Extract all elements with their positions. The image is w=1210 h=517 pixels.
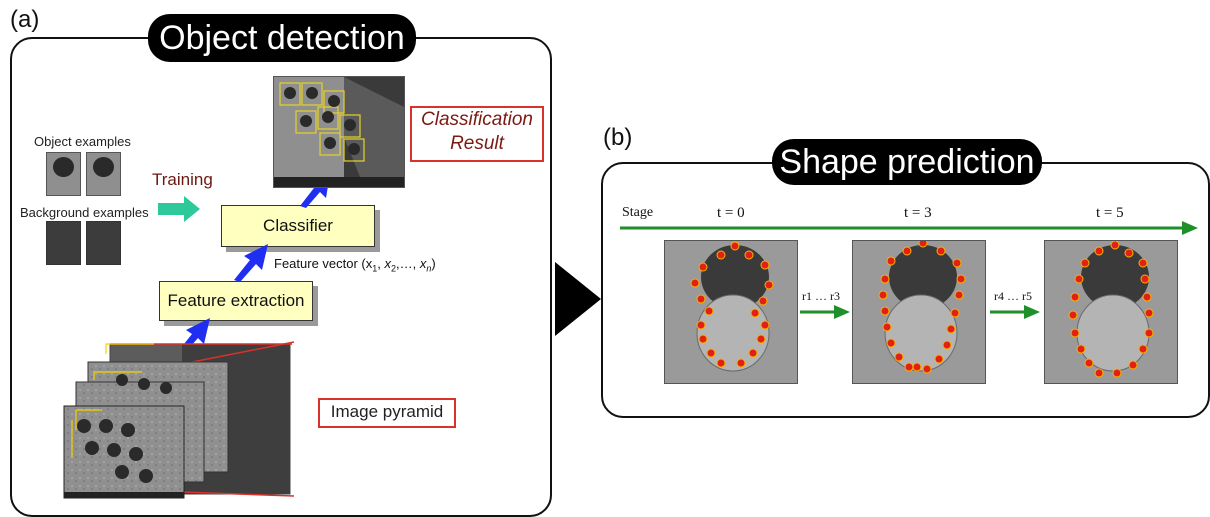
- landmark-dot: [1070, 292, 1080, 302]
- landmark-dot: [952, 258, 962, 268]
- landmark-dot: [912, 362, 922, 372]
- feature-vector-prefix: Feature vector (x: [274, 256, 373, 271]
- classification-result-line1: Classification: [421, 109, 533, 130]
- landmark-dot: [758, 296, 768, 306]
- arrow-t3-to-t5: [990, 305, 1040, 319]
- classification-result-box: Classification Result: [410, 106, 544, 162]
- image-pyramid-box: Image pyramid: [318, 398, 456, 428]
- landmark-dot: [918, 241, 928, 248]
- landmark-dot: [1080, 258, 1090, 268]
- panel-a-title: Object detection: [148, 14, 416, 62]
- landmark-dot: [744, 250, 754, 260]
- big-black-arrow: [555, 262, 601, 336]
- landmark-dot: [936, 246, 946, 256]
- stage-image-t0: [664, 240, 798, 384]
- landmark-dot: [750, 308, 760, 318]
- landmark-dot: [902, 246, 912, 256]
- training-label: Training: [152, 170, 213, 189]
- image-pyramid: [63, 341, 295, 499]
- landmark-dot: [880, 274, 890, 284]
- landmark-dot: [706, 348, 716, 358]
- classifier-box: Classifier: [221, 205, 375, 247]
- r-label-1-3: r1 … r3: [802, 289, 840, 303]
- panel-a-label: (a): [10, 6, 40, 33]
- landmark-dot: [886, 338, 896, 348]
- landmark-dot: [1076, 344, 1086, 354]
- background-examples-label: Background examples: [20, 205, 149, 220]
- landmark-dot: [756, 334, 766, 344]
- landmark-dot: [1138, 258, 1148, 268]
- t-label-5: t = 5: [1096, 205, 1124, 221]
- landmark-dot: [690, 278, 700, 288]
- landmark-dot: [1142, 292, 1152, 302]
- landmark-dot: [950, 308, 960, 318]
- landmark-dot: [1068, 310, 1078, 320]
- landmark-dot: [1144, 308, 1154, 318]
- landmark-dot: [1128, 360, 1138, 370]
- landmark-dot: [880, 306, 890, 316]
- training-arrow: [158, 196, 200, 222]
- landmark-dot: [698, 334, 708, 344]
- landmark-dot: [1110, 241, 1120, 250]
- stage-image-texture: [665, 241, 797, 383]
- stage-image-t5: [1044, 240, 1178, 384]
- panel-b-label: (b): [603, 124, 633, 151]
- landmark-dot: [730, 241, 740, 251]
- landmark-dot: [946, 324, 956, 334]
- landmark-dot: [696, 294, 706, 304]
- object-examples-label: Object examples: [34, 134, 131, 149]
- background-example-image-1: [46, 221, 81, 265]
- feature-extraction-box: Feature extraction: [159, 281, 313, 321]
- t-label-3: t = 3: [904, 205, 932, 221]
- object-example-image-1: [46, 152, 81, 196]
- stage-image-texture: [853, 241, 985, 383]
- landmark-dot: [1124, 248, 1134, 258]
- object-example-image-2: [86, 152, 121, 196]
- feature-vector-label: Feature vector (x1, x2,…, xn): [274, 256, 436, 274]
- landmark-dot: [748, 348, 758, 358]
- landmark-dot: [1070, 328, 1080, 338]
- stage-label: Stage: [622, 205, 654, 220]
- classification-result-image: [273, 76, 405, 188]
- landmark-dot: [1112, 368, 1122, 378]
- landmark-dot: [882, 322, 892, 332]
- landmark-dot: [934, 354, 944, 364]
- landmark-dot: [942, 340, 952, 350]
- landmark-dot: [736, 358, 746, 368]
- landmark-dot: [1140, 274, 1150, 284]
- t-label-0: t = 0: [717, 205, 745, 221]
- landmark-dot: [1144, 328, 1154, 338]
- stage-arrow: [620, 221, 1198, 235]
- panel-b-title: Shape prediction: [772, 139, 1042, 185]
- landmark-dot: [716, 358, 726, 368]
- landmark-dot: [1094, 246, 1104, 256]
- landmark-dot: [922, 364, 932, 374]
- landmark-dot: [716, 250, 726, 260]
- stage-image-t3: [852, 240, 986, 384]
- landmark-dot: [894, 352, 904, 362]
- landmark-dot: [760, 320, 770, 330]
- landmark-dot: [956, 274, 966, 284]
- landmark-dot: [696, 320, 706, 330]
- arrow-t0-to-t3: [800, 305, 850, 319]
- landmark-dot: [1094, 368, 1104, 378]
- r-label-4-5: r4 … r5: [994, 289, 1032, 303]
- classification-result-line2: Result: [450, 133, 504, 154]
- landmark-dot: [954, 290, 964, 300]
- background-example-image-2: [86, 221, 121, 265]
- stage-image-texture: [1045, 241, 1177, 383]
- landmark-dot: [1084, 358, 1094, 368]
- landmark-dot: [1074, 274, 1084, 284]
- landmark-dot: [878, 290, 888, 300]
- arrow-extraction-to-classifier: [234, 244, 268, 282]
- landmark-dot: [704, 306, 714, 316]
- landmark-dot: [886, 256, 896, 266]
- landmark-dot: [760, 260, 770, 270]
- landmark-dot: [764, 280, 774, 290]
- landmark-dot: [1138, 344, 1148, 354]
- landmark-dot: [698, 262, 708, 272]
